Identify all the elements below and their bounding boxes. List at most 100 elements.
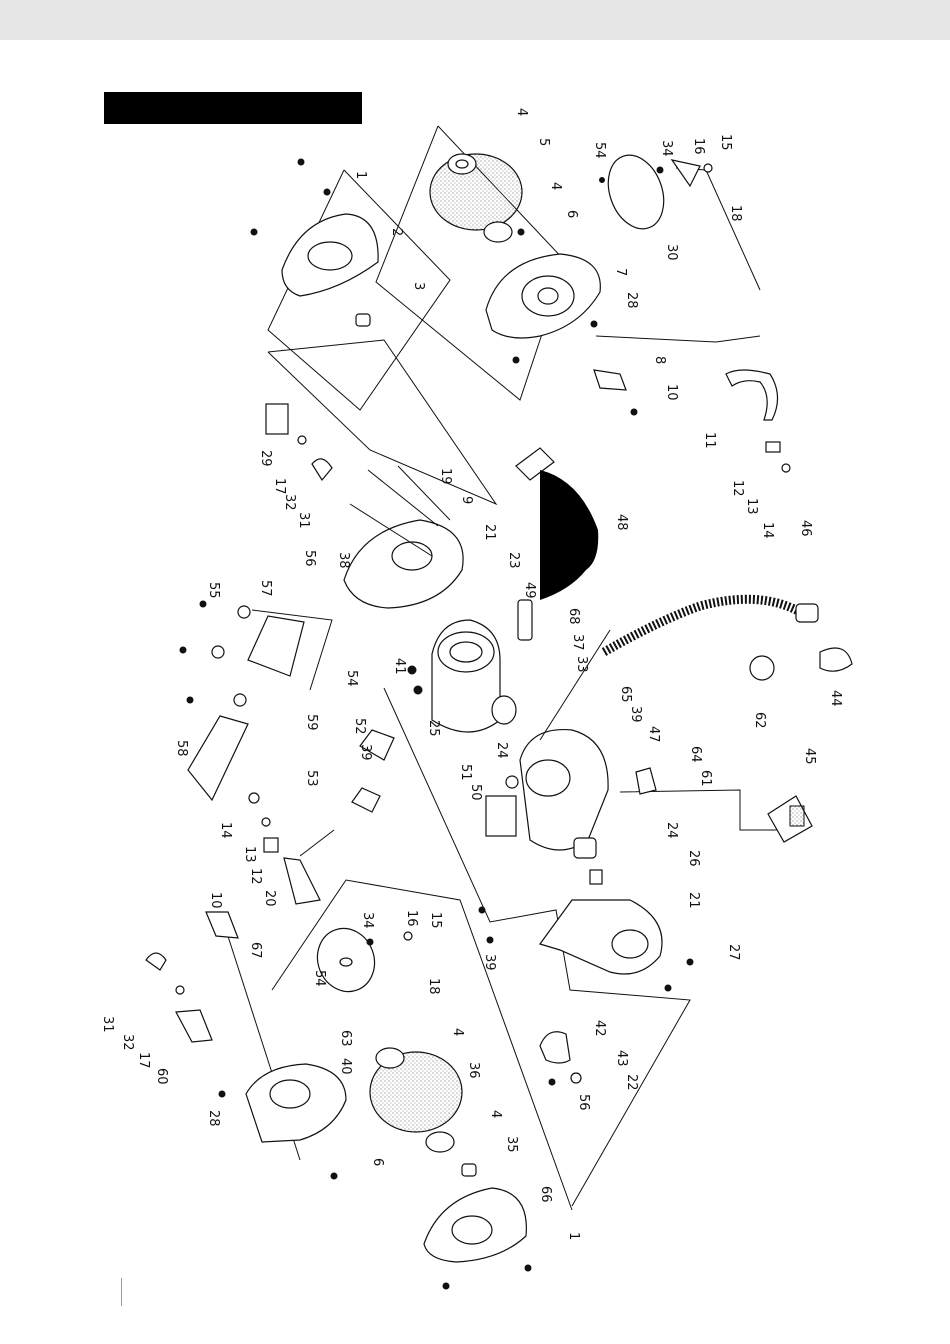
callout-24: 24: [494, 742, 509, 759]
callout-39: 39: [358, 744, 373, 761]
callout-64: 64: [688, 746, 703, 763]
callout-32: 32: [282, 494, 297, 511]
callout-51: 51: [458, 764, 473, 781]
callout-63: 63: [338, 1030, 353, 1047]
eye-shield-bottom: [309, 920, 412, 999]
callout-33: 33: [574, 656, 589, 673]
callout-53: 53: [304, 770, 319, 787]
callout-54: 54: [344, 670, 359, 687]
callout-56: 56: [302, 550, 317, 567]
callout-23: 23: [506, 552, 521, 569]
callout-14: 14: [218, 822, 233, 839]
callout-55: 55: [206, 582, 221, 599]
callout-13: 13: [744, 498, 759, 515]
callout-17: 17: [272, 478, 287, 495]
callout-10: 10: [664, 384, 679, 401]
callout-19: 19: [438, 468, 453, 485]
callout-25: 25: [426, 720, 441, 737]
callout-42: 42: [592, 1020, 607, 1037]
callout-1: 1: [566, 1232, 581, 1240]
callout-30: 30: [664, 244, 679, 261]
callout-34: 34: [659, 140, 674, 157]
callout-5: 5: [536, 138, 551, 146]
callout-50: 50: [468, 784, 483, 801]
callout-48: 48: [614, 514, 629, 531]
callout-43: 43: [614, 1050, 629, 1067]
callout-2: 2: [389, 228, 404, 236]
callout-8: 8: [652, 356, 667, 364]
motor-body: [520, 630, 610, 884]
callout-7: 7: [613, 268, 628, 276]
callout-38: 38: [336, 552, 351, 569]
callout-4: 4: [450, 1028, 465, 1036]
callout-29: 29: [258, 450, 273, 467]
callout-26: 26: [686, 850, 701, 867]
callout-4: 4: [514, 108, 529, 116]
lamp-switch-box: [768, 796, 812, 842]
callout-11: 11: [702, 432, 717, 449]
power-cord: [516, 448, 598, 640]
callout-1: 1: [353, 171, 368, 179]
callout-34: 34: [360, 912, 375, 929]
callout-24: 24: [664, 822, 679, 839]
callout-57: 57: [258, 580, 273, 597]
callout-36: 36: [466, 1062, 481, 1079]
side-cover: [180, 601, 304, 800]
upper-wheel-guard: [251, 159, 378, 326]
eye-shield-top: [599, 147, 712, 236]
callout-15: 15: [428, 912, 443, 929]
callout-52: 52: [352, 718, 367, 735]
lower-housing: [219, 1064, 346, 1179]
callout-45: 45: [802, 748, 817, 765]
callout-32: 32: [120, 1034, 135, 1051]
callout-27: 27: [726, 944, 741, 961]
callout-21: 21: [686, 892, 701, 909]
callout-46: 46: [798, 520, 813, 537]
callout-12: 12: [248, 868, 263, 885]
callout-35: 35: [504, 1136, 519, 1153]
callout-58: 58: [174, 740, 189, 757]
callout-20: 20: [262, 890, 277, 907]
callout-37: 37: [570, 634, 585, 651]
callout-61: 61: [698, 770, 713, 787]
callout-3: 3: [411, 282, 426, 290]
callout-60: 60: [154, 1068, 169, 1085]
callout-6: 6: [370, 1158, 385, 1166]
callout-39: 39: [628, 706, 643, 723]
callout-54: 54: [592, 142, 607, 159]
lower-grinding-wheel: [370, 1048, 476, 1176]
callout-54: 54: [312, 970, 327, 987]
flexible-lamp-arm: [604, 599, 852, 680]
callout-22: 22: [624, 1074, 639, 1091]
callout-21: 21: [482, 524, 497, 541]
callout-6: 6: [564, 210, 579, 218]
callout-59: 59: [304, 714, 319, 731]
upper-grinding-wheel: [430, 154, 524, 242]
margin-line: [121, 1278, 122, 1306]
callout-14: 14: [760, 522, 775, 539]
lower-wheel-guard: [424, 1188, 531, 1289]
stator: [432, 620, 516, 732]
callout-4: 4: [488, 1110, 503, 1118]
callout-56: 56: [576, 1094, 591, 1111]
callout-28: 28: [206, 1110, 221, 1127]
callout-18: 18: [728, 205, 743, 222]
callout-31: 31: [100, 1016, 115, 1033]
callout-12: 12: [730, 480, 745, 497]
callout-44: 44: [828, 690, 843, 707]
callout-28: 28: [624, 292, 639, 309]
callout-67: 67: [248, 942, 263, 959]
callout-66: 66: [538, 1186, 553, 1203]
callout-41: 41: [392, 658, 407, 675]
callout-13: 13: [242, 846, 257, 863]
callout-18: 18: [426, 978, 441, 995]
callout-40: 40: [338, 1058, 353, 1075]
motor-housing-right: [540, 900, 693, 991]
callout-9: 9: [459, 496, 474, 504]
callout-10: 10: [208, 892, 223, 909]
callout-39: 39: [482, 954, 497, 971]
callout-17: 17: [136, 1052, 151, 1069]
callout-65: 65: [618, 686, 633, 703]
callout-47: 47: [646, 726, 661, 743]
